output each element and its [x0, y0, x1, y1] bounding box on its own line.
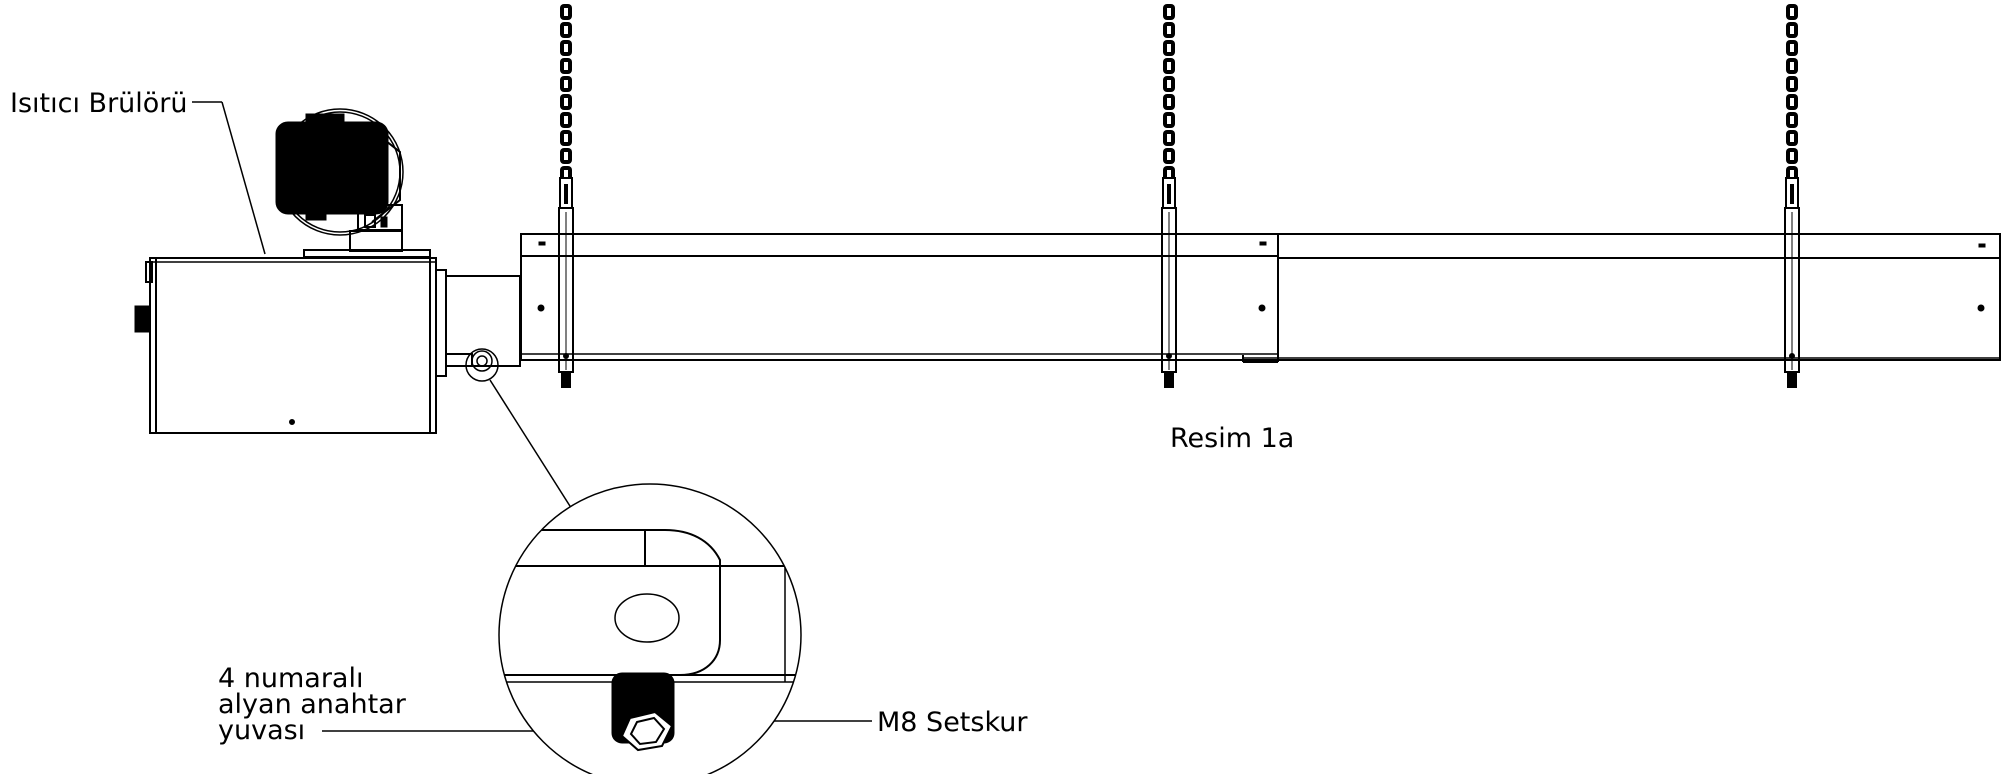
heater-burner-unit	[134, 108, 521, 434]
hanger-part	[561, 372, 571, 388]
chain-link-hole	[1790, 8, 1794, 16]
chain-link-hole	[1167, 80, 1171, 88]
chain-link-hole	[1790, 62, 1794, 70]
chain-link-hole	[564, 152, 568, 160]
chain-2	[1163, 4, 1175, 182]
burner-label: Isıtıcı Brülörü	[10, 88, 188, 119]
chain-link-hole	[1790, 134, 1794, 142]
chain-link-hole	[564, 80, 568, 88]
setscrew-label: M8 Setskur	[877, 707, 1028, 738]
hanging-chains	[560, 4, 1798, 182]
chain-link-hole	[1790, 170, 1794, 178]
hanger-part	[1790, 184, 1794, 204]
chain-link-hole	[1167, 152, 1171, 160]
chain-link-hole	[564, 44, 568, 52]
chain-link-hole	[1167, 170, 1171, 178]
chain-1	[560, 4, 572, 182]
chain-link-hole	[564, 98, 568, 106]
chain-link-hole	[1790, 26, 1794, 34]
hanger-2	[1161, 177, 1177, 388]
hanger-1	[558, 177, 574, 388]
hanger-part	[1167, 184, 1171, 204]
figure-caption: Resim 1a	[1170, 423, 1294, 454]
chain-link-hole	[1790, 152, 1794, 160]
chain-link-hole	[564, 8, 568, 16]
chain-link-hole	[1167, 98, 1171, 106]
chain-link-hole	[564, 134, 568, 142]
socket-label-line3: yuvası	[218, 715, 305, 746]
chain-link-hole	[1167, 116, 1171, 124]
chain-link-hole	[564, 62, 568, 70]
chain-link-hole	[1790, 44, 1794, 52]
chain-link-hole	[564, 170, 568, 178]
hanger-brackets	[558, 177, 1800, 388]
chain-link-hole	[1790, 98, 1794, 106]
hanger-3	[1784, 177, 1800, 388]
hanger-part	[564, 184, 568, 204]
chain-link-hole	[1167, 26, 1171, 34]
chain-link-hole	[1167, 62, 1171, 70]
hanger-part	[1787, 372, 1797, 388]
chain-link-hole	[1167, 134, 1171, 142]
chain-link-hole	[1167, 44, 1171, 52]
socket-label-line1: 4 numaralı	[218, 663, 363, 694]
chain-link-hole	[1790, 80, 1794, 88]
chain-link-hole	[564, 26, 568, 34]
chain-link-hole	[564, 116, 568, 124]
chain-link-hole	[1790, 116, 1794, 124]
hanger-part	[1164, 372, 1174, 388]
chain-link-hole	[1167, 8, 1171, 16]
radiant-tube-reflector	[520, 233, 2001, 363]
detail-view	[498, 483, 802, 774]
socket-label-line2: alyan anahtar	[218, 689, 407, 720]
chain-3	[1786, 4, 1798, 182]
